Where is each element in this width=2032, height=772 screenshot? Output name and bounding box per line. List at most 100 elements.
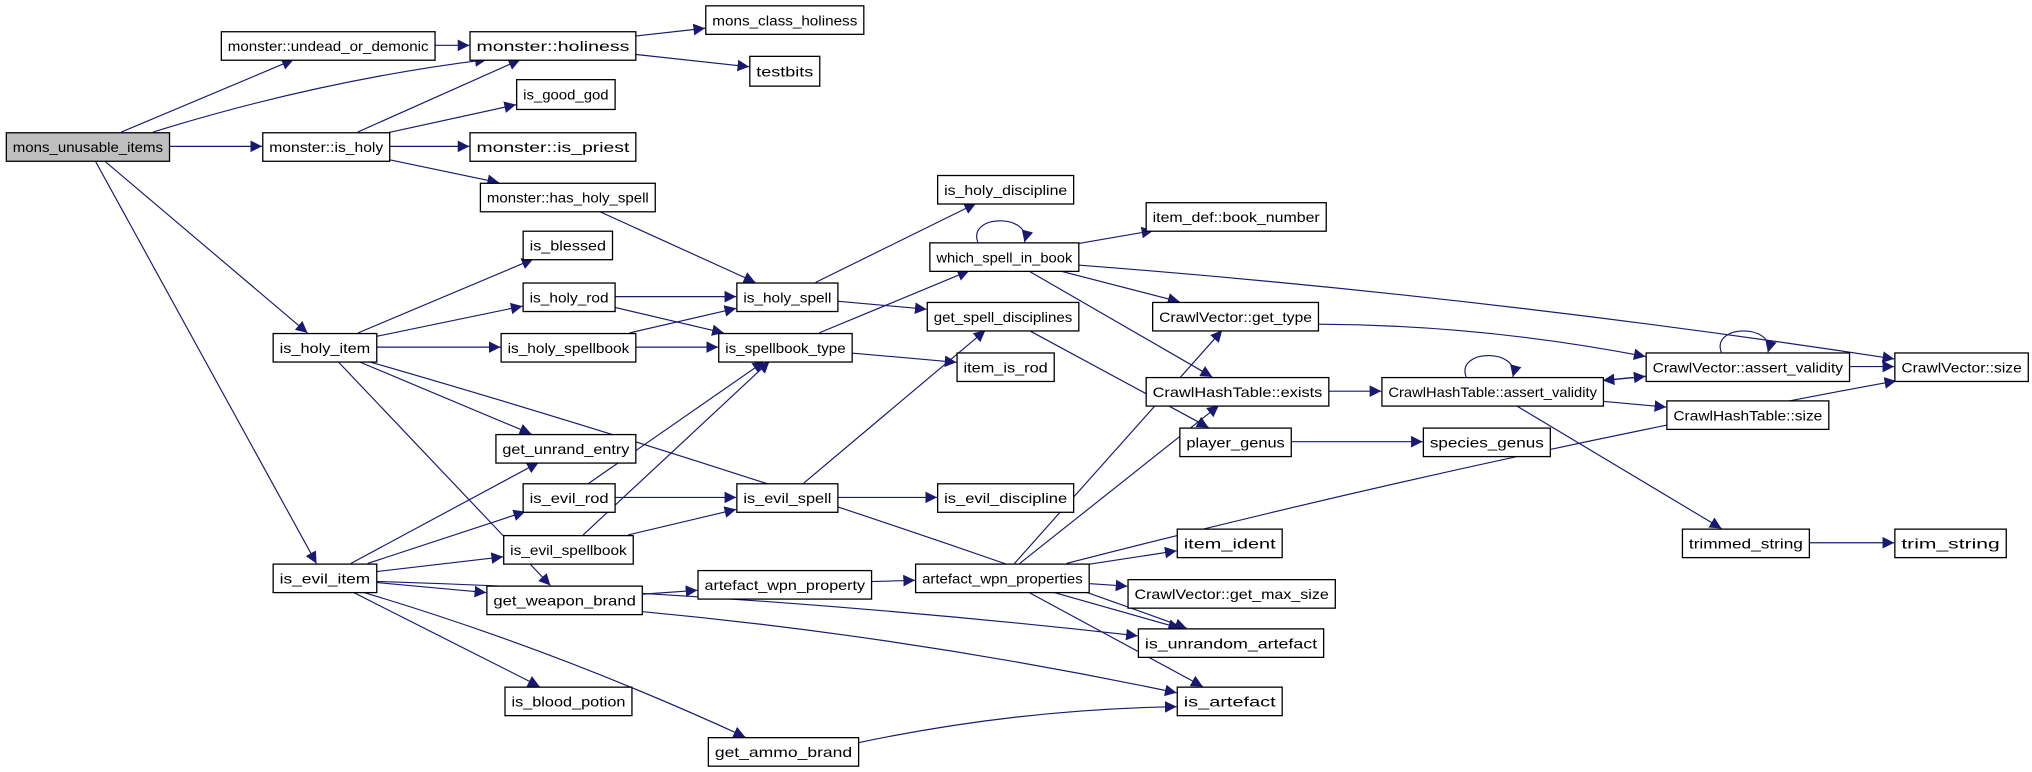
node-mui[interactable]: mons_unusable_items bbox=[5, 132, 171, 162]
edge-awps-chte bbox=[1019, 404, 1220, 564]
node-ihs[interactable]: is_holy_spell bbox=[736, 282, 839, 313]
edge-wsib-bn bbox=[1078, 226, 1154, 245]
node-box bbox=[718, 332, 853, 363]
node-box bbox=[705, 5, 865, 35]
node-ibp[interactable]: is_blood_potion bbox=[504, 686, 633, 717]
node-box bbox=[929, 242, 1080, 273]
node-box bbox=[262, 132, 391, 162]
node-pg[interactable]: player_genus bbox=[1179, 427, 1292, 458]
node-label: get_weapon_brand bbox=[493, 594, 635, 610]
node-mih[interactable]: monster::is_holy bbox=[262, 132, 391, 162]
node-gsd[interactable]: get_spell_disciplines bbox=[926, 301, 1080, 332]
node-trs[interactable]: trimmed_string bbox=[1681, 528, 1811, 559]
node-ies[interactable]: is_evil_spell bbox=[736, 483, 839, 513]
node-box bbox=[1179, 427, 1292, 458]
node-box bbox=[1137, 628, 1325, 659]
node-box bbox=[936, 483, 1075, 513]
node-box bbox=[516, 79, 616, 111]
edge-ihi-ib bbox=[357, 258, 534, 334]
node-label: CrawlHashTable::size bbox=[1673, 408, 1822, 424]
node-ts[interactable]: trim_string bbox=[1894, 528, 2007, 559]
node-ib[interactable]: is_blessed bbox=[522, 230, 614, 261]
edge-mui-ihi bbox=[103, 160, 308, 334]
node-label: artefact_wpn_property bbox=[704, 578, 866, 594]
node-label: monster::is_holy bbox=[269, 140, 384, 156]
node-awps[interactable]: artefact_wpn_properties bbox=[914, 563, 1090, 594]
node-mch[interactable]: mons_class_holiness bbox=[705, 5, 865, 35]
edge-iei-gwb bbox=[376, 581, 487, 598]
edge-ihs-ihd bbox=[815, 202, 977, 283]
node-label: is_holy_spell bbox=[743, 290, 831, 306]
node-chts[interactable]: CrawlHashTable::size bbox=[1666, 400, 1830, 431]
node-box bbox=[1381, 376, 1605, 407]
node-label: trim_string bbox=[1901, 537, 1999, 553]
edge-chtav-trs bbox=[1515, 404, 1722, 529]
node-gue[interactable]: get_unrand_entry bbox=[495, 433, 637, 464]
edge-awps-ia bbox=[1027, 591, 1204, 688]
node-ihd[interactable]: is_holy_discipline bbox=[936, 174, 1075, 205]
node-box bbox=[522, 483, 616, 513]
node-chte[interactable]: CrawlHashTable::exists bbox=[1145, 376, 1330, 407]
node-wsib[interactable]: which_spell_in_book bbox=[929, 242, 1080, 273]
node-iei[interactable]: is_evil_item bbox=[272, 563, 378, 594]
edge-chtav-chtav bbox=[1464, 354, 1522, 378]
node-label: is_blessed bbox=[530, 239, 606, 255]
node-label: get_spell_disciplines bbox=[934, 310, 1073, 326]
node-chtav[interactable]: CrawlHashTable::assert_validity bbox=[1381, 376, 1605, 407]
node-label: is_blood_potion bbox=[511, 695, 625, 711]
edge-iei-iua bbox=[376, 580, 1138, 641]
node-igg[interactable]: is_good_god bbox=[516, 79, 616, 111]
node-ihr[interactable]: is_holy_rod bbox=[522, 282, 616, 313]
node-box bbox=[1645, 352, 1851, 383]
edge-ihr-ist bbox=[614, 306, 724, 336]
edge-iesb-ies bbox=[627, 506, 737, 536]
node-box bbox=[1894, 352, 2029, 383]
node-box bbox=[5, 132, 171, 162]
node-iir[interactable]: item_is_rod bbox=[956, 352, 1055, 383]
node-ist[interactable]: is_spellbook_type bbox=[718, 332, 853, 363]
node-hhs[interactable]: monster::has_holy_spell bbox=[479, 182, 656, 213]
node-cvgt[interactable]: CrawlVector::get_type bbox=[1152, 301, 1320, 332]
node-label: testbits bbox=[756, 64, 813, 80]
node-ia[interactable]: is_artefact bbox=[1176, 686, 1283, 717]
node-box bbox=[469, 31, 637, 61]
node-label: is_unrandom_artefact bbox=[1145, 636, 1317, 652]
edge-mui-uod bbox=[120, 58, 294, 133]
node-cvav[interactable]: CrawlVector::assert_validity bbox=[1645, 352, 1851, 383]
node-label: get_ammo_brand bbox=[715, 745, 852, 761]
node-cvs[interactable]: CrawlVector::size bbox=[1894, 352, 2029, 383]
node-ier[interactable]: is_evil_rod bbox=[522, 483, 616, 513]
node-uod[interactable]: monster::undead_or_demonic bbox=[220, 31, 436, 61]
node-label: mons_unusable_items bbox=[13, 140, 163, 156]
node-label: player_genus bbox=[1186, 436, 1284, 452]
node-cvgms[interactable]: CrawlVector::get_max_size bbox=[1127, 579, 1336, 609]
node-box bbox=[469, 132, 637, 162]
node-label: item_ident bbox=[1184, 537, 1276, 553]
node-box bbox=[1145, 202, 1327, 232]
node-ihsb[interactable]: is_holy_spellbook bbox=[500, 332, 637, 363]
node-tb[interactable]: testbits bbox=[749, 55, 821, 87]
edge-ihi-gue bbox=[358, 360, 532, 435]
node-iesb[interactable]: is_evil_spellbook bbox=[503, 534, 634, 565]
node-sg[interactable]: species_genus bbox=[1422, 427, 1551, 458]
edge-wsib-cvs bbox=[1078, 264, 1895, 363]
node-bn[interactable]: item_def::book_number bbox=[1145, 202, 1327, 232]
node-label: is_spellbook_type bbox=[725, 341, 846, 357]
node-ii[interactable]: item_ident bbox=[1176, 528, 1283, 559]
node-gab[interactable]: get_ammo_brand bbox=[707, 737, 860, 767]
node-ihi[interactable]: is_holy_item bbox=[272, 332, 378, 363]
node-hol[interactable]: monster::holiness bbox=[469, 31, 637, 61]
nodes-layer: mons_unusable_items monster::undead_or_de… bbox=[5, 5, 2029, 767]
edge-mui-hol bbox=[152, 55, 487, 133]
node-iua[interactable]: is_unrandom_artefact bbox=[1137, 628, 1325, 659]
node-ied[interactable]: is_evil_discipline bbox=[936, 483, 1075, 513]
node-mip[interactable]: monster::is_priest bbox=[469, 132, 637, 162]
node-box bbox=[1681, 528, 1811, 559]
node-label: get_unrand_entry bbox=[502, 442, 630, 458]
edge-cvav-cvav bbox=[1719, 330, 1777, 353]
edge-ihs-gsd bbox=[837, 300, 927, 314]
node-gwb[interactable]: get_weapon_brand bbox=[486, 585, 643, 616]
node-box bbox=[914, 563, 1090, 594]
node-awp[interactable]: artefact_wpn_property bbox=[697, 569, 873, 600]
node-box bbox=[1176, 528, 1283, 559]
